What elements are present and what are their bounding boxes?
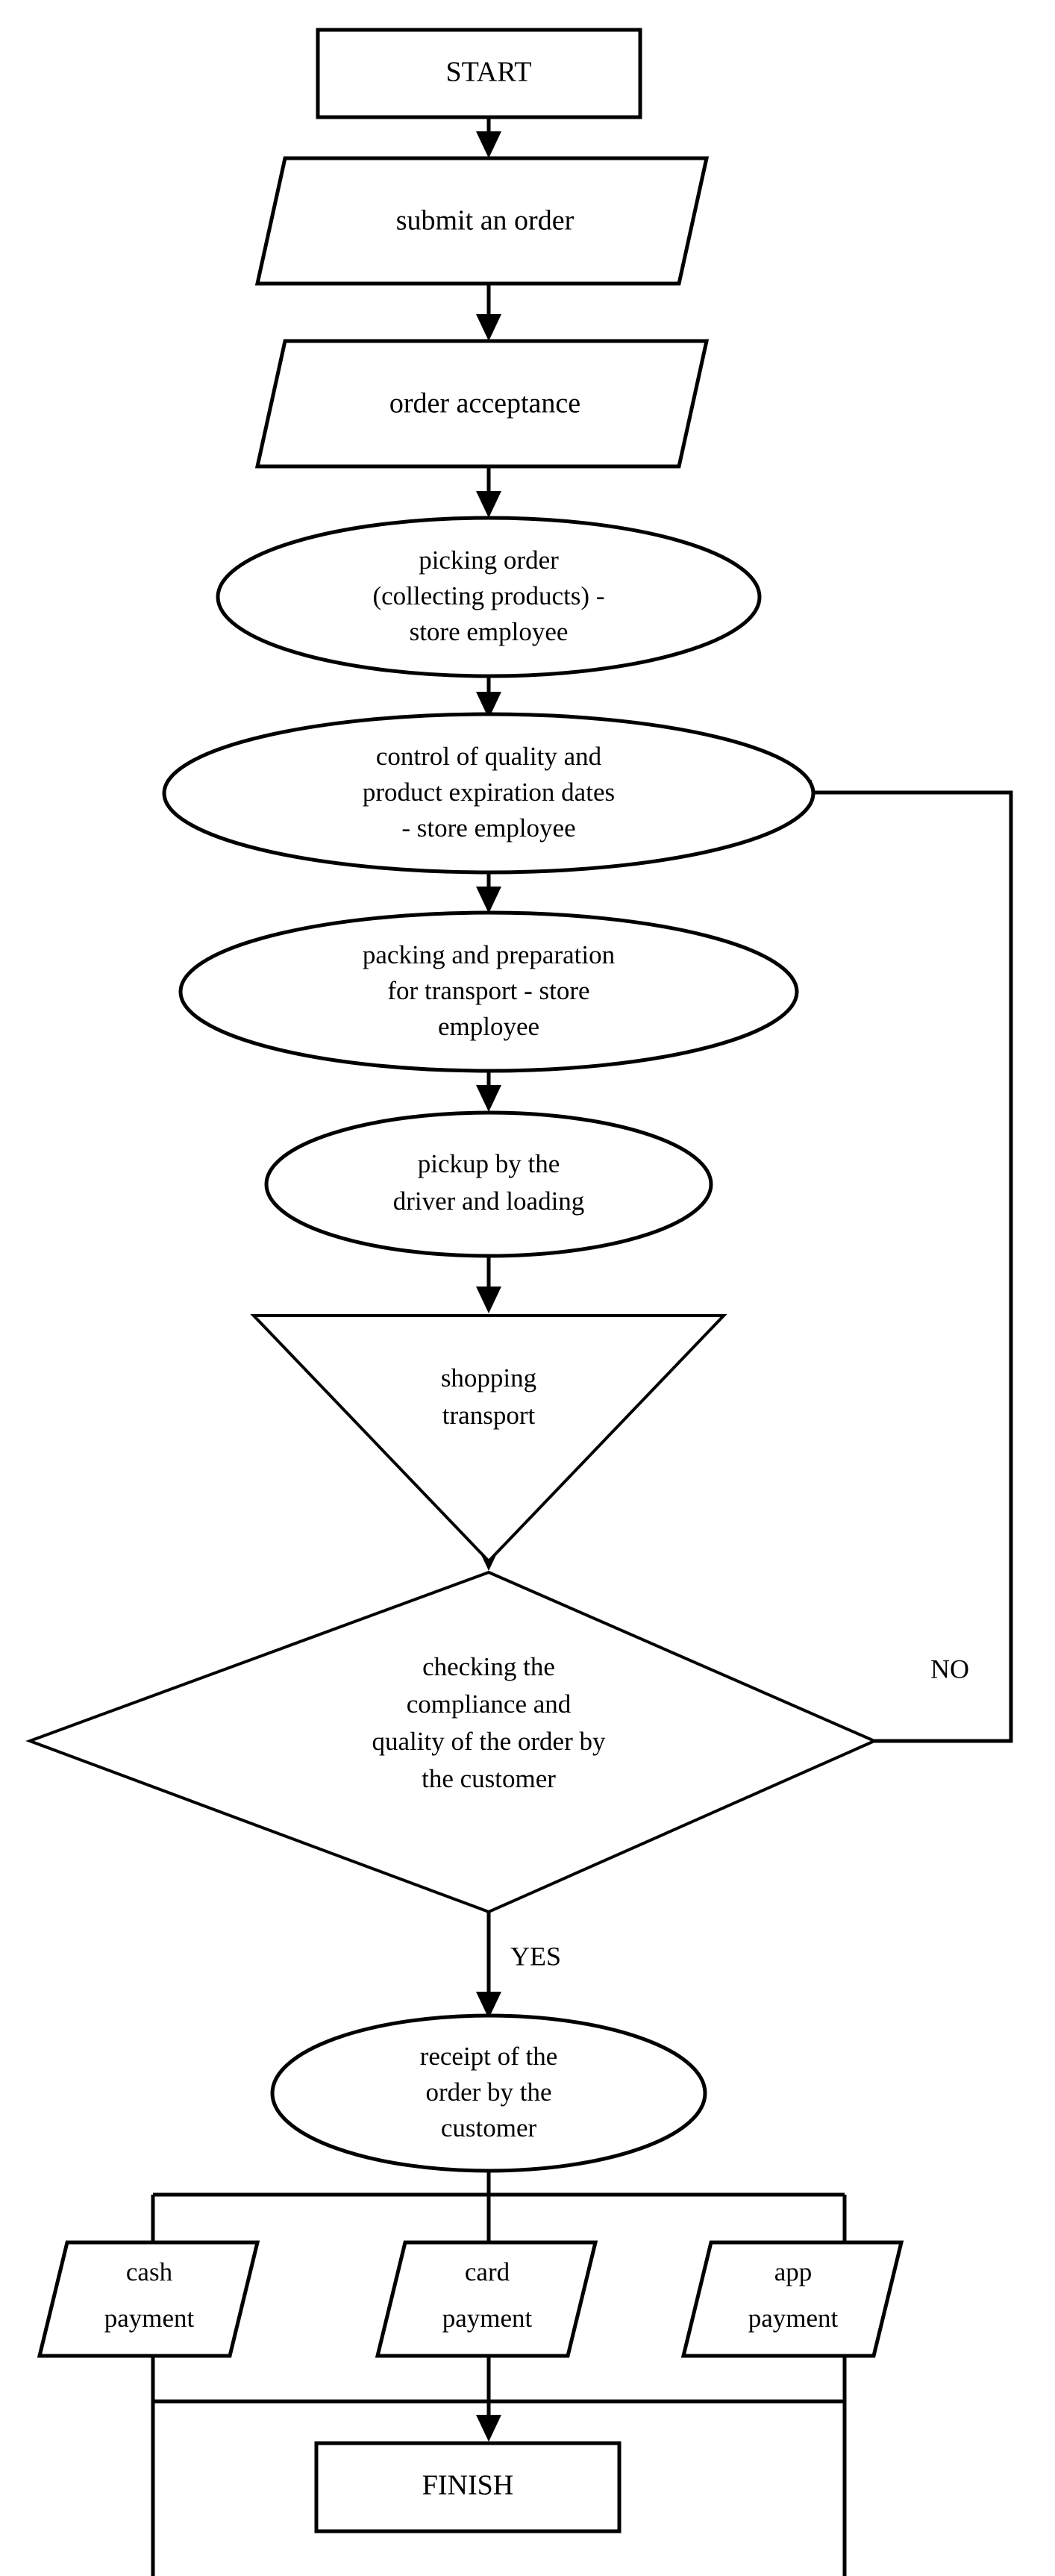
shopping-transport-triangle — [250, 1314, 727, 1563]
order-acceptance-label: order acceptance — [389, 388, 580, 419]
node-pickup-driver[interactable]: pickup by the driver and loading — [264, 1110, 713, 1258]
card-payment-label-line-2: payment — [442, 2304, 533, 2333]
picking-order-label-line-3: store employee — [410, 617, 569, 646]
shopping-transport-label-line-2: transport — [442, 1401, 536, 1430]
edge-checking-compliance-to-control-quality-no — [785, 780, 1013, 1743]
node-control-quality[interactable]: control of quality and product expiratio… — [162, 712, 815, 875]
receipt-order-label-line-3: customer — [441, 2113, 537, 2142]
start-label: START — [445, 57, 531, 88]
node-picking-order[interactable]: picking order (collecting products) - st… — [216, 516, 762, 678]
receipt-order-ellipse — [270, 2013, 707, 2173]
node-app-payment[interactable]: app payment — [680, 2240, 904, 2358]
pickup-driver-ellipse — [264, 1110, 713, 1258]
control-quality-label-line-2: product expiration dates — [363, 778, 615, 807]
shopping-transport-label-line-1: shopping — [441, 1363, 536, 1392]
control-quality-ellipse — [162, 712, 815, 875]
packing-label-line-2: for transport - store — [387, 976, 589, 1005]
node-receipt-order[interactable]: receipt of the order by the customer — [270, 2013, 707, 2173]
picking-order-label-line-2: (collecting products) - — [372, 581, 604, 610]
edge-submit-order-to-order-acceptance — [476, 284, 501, 341]
node-checking-compliance[interactable]: checking the compliance and quality of t… — [25, 1570, 878, 1914]
node-packing[interactable]: packing and preparation for transport - … — [178, 910, 799, 1073]
edge-receipt-order-to-payment-bus — [151, 2168, 847, 2242]
packing-label-line-3: employee — [438, 1012, 539, 1041]
node-cash-payment[interactable]: cash payment — [37, 2240, 260, 2358]
pickup-driver-label-line-1: pickup by the — [418, 1149, 560, 1178]
submit-order-label: submit an order — [396, 205, 575, 237]
packing-ellipse — [178, 910, 799, 1073]
cash-payment-label-line-2: payment — [104, 2304, 195, 2333]
edge-packing-to-pickup-driver — [476, 1070, 501, 1112]
receipt-order-label-line-1: receipt of the — [420, 2042, 558, 2071]
control-quality-label-line-3: - store employee — [401, 813, 575, 842]
receipt-order-label-line-2: order by the — [425, 2078, 551, 2107]
checking-compliance-label-line-4: the customer — [422, 1764, 556, 1793]
cash-payment-parallelogram — [37, 2240, 260, 2358]
card-payment-parallelogram — [375, 2240, 598, 2358]
pickup-driver-label-line-2: driver and loading — [393, 1187, 585, 1216]
order-acceptance-parallelogram — [254, 339, 710, 469]
edge-payments-to-finish — [151, 2354, 847, 2576]
packing-label-line-1: packing and preparation — [363, 940, 615, 969]
node-card-payment[interactable]: card payment — [375, 2240, 598, 2358]
card-payment-label-line-1: card — [465, 2257, 510, 2286]
node-order-acceptance[interactable]: order acceptance — [254, 339, 710, 469]
connectors-layer — [151, 117, 1013, 2576]
node-start[interactable]: START — [316, 28, 642, 119]
edge-control-quality-to-packing — [476, 872, 501, 913]
picking-order-label-line-1: picking order — [419, 545, 559, 575]
node-finish[interactable]: FINISH — [314, 2441, 622, 2533]
edge-pickup-driver-to-shopping-transport — [476, 1254, 501, 1313]
checking-compliance-label-line-1: checking the — [422, 1652, 555, 1681]
checking-compliance-label-line-3: quality of the order by — [372, 1727, 606, 1756]
cash-payment-label-line-1: cash — [126, 2257, 173, 2286]
control-quality-label-line-1: control of quality and — [376, 742, 602, 771]
app-payment-label-line-1: app — [774, 2257, 813, 2286]
submit-order-parallelogram — [254, 156, 710, 286]
node-submit-order[interactable]: submit an order — [254, 156, 710, 286]
start-rectangle — [316, 28, 642, 119]
app-payment-label-line-2: payment — [748, 2304, 839, 2333]
edge-label-no: NO — [930, 1654, 969, 1684]
picking-order-ellipse — [216, 516, 762, 678]
edge-label-yes: YES — [510, 1941, 561, 1971]
edge-checking-compliance-to-receipt-order-yes — [476, 1910, 501, 2019]
edge-start-to-submit-order — [476, 117, 501, 158]
edge-order-acceptance-to-picking-order — [476, 466, 501, 518]
finish-label: FINISH — [422, 2470, 513, 2501]
edge-picking-order-to-control-quality — [476, 672, 501, 719]
checking-compliance-label-line-2: compliance and — [407, 1689, 572, 1719]
node-shopping-transport[interactable]: shopping transport — [250, 1314, 727, 1563]
app-payment-parallelogram — [680, 2240, 904, 2358]
finish-rectangle — [314, 2441, 622, 2533]
checking-compliance-diamond — [25, 1570, 878, 1914]
